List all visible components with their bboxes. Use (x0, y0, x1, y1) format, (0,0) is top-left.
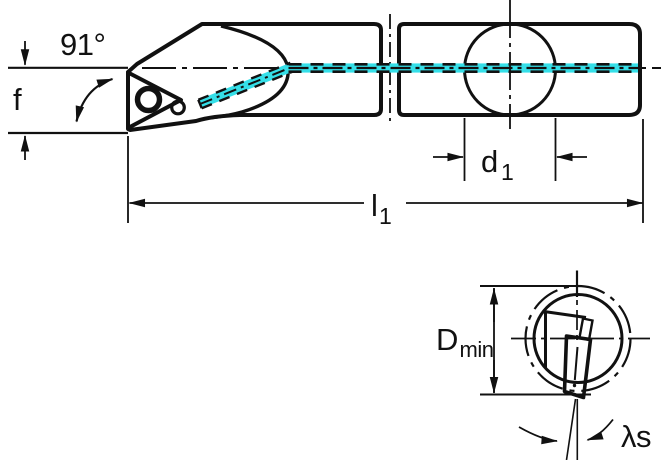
angle-label: 91° (60, 27, 105, 62)
dimension-d1: d 1 (433, 0, 587, 185)
l1-label-sub: 1 (379, 203, 391, 229)
coolant-centerline (199, 66, 293, 105)
bottom-view-section (511, 270, 650, 400)
dimension-dmin: D min (436, 285, 591, 396)
lambda-arc-left (518, 426, 558, 445)
insert-screw-hole (134, 85, 163, 114)
l1-label: l (371, 188, 377, 223)
angle-arc-arrow (75, 77, 114, 123)
dimension-angle-f: 91° f (8, 27, 128, 160)
insert-section-slot (573, 346, 579, 381)
coolant-end-cap (197, 99, 203, 109)
dmin-label: D (436, 322, 458, 357)
dimension-l1: l 1 (127, 119, 644, 229)
coolant-channel-angled (197, 61, 295, 110)
pocket-top-line (543, 310, 587, 319)
dmin-label-sub: min (460, 337, 494, 362)
tool-head-body (126, 22, 383, 132)
lambda-label: λs (621, 419, 651, 454)
insert-section-dot (572, 383, 577, 388)
coolant-channel-axial (288, 63, 638, 73)
d1-label: d (481, 144, 498, 179)
coolant-channel-fill (198, 62, 294, 109)
coolant-edge (197, 61, 291, 101)
coolant-edge (201, 70, 295, 110)
insert-section (562, 334, 593, 400)
f-label: f (13, 82, 22, 117)
lambda-arc-right (586, 418, 614, 441)
lambda-tilt-line (565, 398, 577, 460)
cutting-insert (126, 70, 183, 130)
tool-shank-body (397, 22, 642, 117)
insert-pocket-curve (211, 24, 290, 120)
dimension-lambda-s: λs (518, 398, 652, 460)
d1-label-sub: 1 (501, 159, 513, 185)
top-view-side (126, 14, 661, 132)
